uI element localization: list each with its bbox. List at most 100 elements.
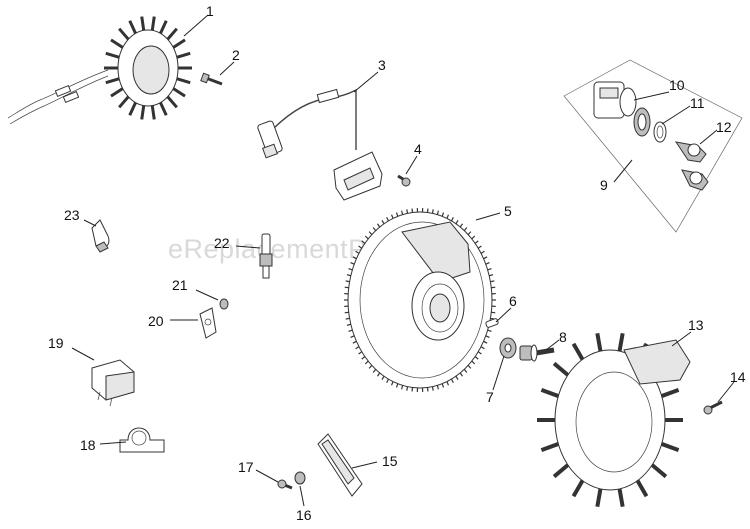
screw-part-4 xyxy=(397,174,411,187)
fan-blades-element xyxy=(540,388,560,398)
flywheel-teeth-element xyxy=(474,356,479,360)
flywheel-teeth-element xyxy=(471,235,476,240)
flywheel-teeth-element xyxy=(344,286,349,289)
screw-part-2 xyxy=(200,72,223,86)
bracket-part-20 xyxy=(199,307,217,339)
leader-lines xyxy=(71,14,735,507)
callout-12: 12 xyxy=(716,119,732,135)
flywheel-teeth-element xyxy=(368,231,373,236)
callout-5: 5 xyxy=(504,203,512,219)
flywheel-teeth-element xyxy=(490,280,495,283)
callout-16: 16 xyxy=(296,507,312,523)
flywheel-teeth-element xyxy=(451,217,454,222)
washer-part-16 xyxy=(294,471,306,485)
fan-blades-element xyxy=(571,342,585,361)
flywheel-teeth-element xyxy=(390,381,394,386)
callout-21: 21 xyxy=(172,277,188,293)
ignition-switch-kit xyxy=(563,59,743,233)
callout-3: 3 xyxy=(378,57,386,73)
stator-fins-element xyxy=(172,87,186,98)
flywheel-teeth-element xyxy=(368,364,373,369)
flywheel-teeth-element xyxy=(395,212,399,217)
screw-part-14 xyxy=(703,400,723,415)
flywheel-teeth-element xyxy=(406,209,409,214)
flywheel-teeth-element xyxy=(441,212,445,217)
fan-blades-element xyxy=(552,361,570,377)
flywheel-teeth-element xyxy=(358,245,363,249)
flywheel-teeth-element xyxy=(406,386,409,391)
flywheel-teeth-element xyxy=(431,386,434,391)
stator-fins-element xyxy=(140,16,146,31)
bolt-part-8 xyxy=(519,344,555,362)
flywheel-teeth-element xyxy=(474,240,479,244)
stator-fins-element xyxy=(159,20,168,35)
flywheel-teeth-element xyxy=(344,311,349,314)
callout-15: 15 xyxy=(382,453,398,469)
fan-part-13 xyxy=(537,332,691,508)
callout-20: 20 xyxy=(148,313,164,329)
flywheel-teeth-element xyxy=(345,317,350,320)
stator-fins-element xyxy=(172,38,186,49)
stator-fins-element xyxy=(159,101,168,116)
stator-fins-element xyxy=(105,51,120,59)
flywheel-teeth-element xyxy=(361,356,366,360)
washer-part-21 xyxy=(219,298,229,310)
bracket-part-15 xyxy=(317,433,363,497)
flywheel-teeth-element xyxy=(463,368,468,373)
callout-7: 7 xyxy=(486,389,494,405)
flywheel-teeth-element xyxy=(381,220,385,225)
stator-fins-element xyxy=(176,77,191,85)
callout-17: 17 xyxy=(238,459,254,475)
flywheel-teeth-element xyxy=(372,368,377,373)
flywheel-teeth-element xyxy=(364,360,369,365)
stator-fins-element xyxy=(128,20,137,35)
stator-fins-element xyxy=(128,101,137,116)
stator-fins-element xyxy=(105,77,120,85)
flywheel-teeth-element xyxy=(446,381,450,386)
clamp-part-18 xyxy=(119,427,165,453)
callout-9: 9 xyxy=(600,177,608,193)
fan-blades-element xyxy=(595,488,603,508)
flywheel-teeth-element xyxy=(377,223,381,228)
stator-fins-element xyxy=(166,95,178,109)
flywheel-teeth-element xyxy=(436,210,439,215)
stator-fins-element xyxy=(118,95,130,109)
flywheel-teeth-element xyxy=(480,250,485,254)
flywheel-teeth-element xyxy=(471,360,476,365)
flywheel-teeth-element xyxy=(372,227,377,232)
stator-fins-element xyxy=(166,27,178,41)
stator-fins-element xyxy=(176,51,191,59)
flywheel-teeth-element xyxy=(361,240,366,244)
callout-4: 4 xyxy=(414,141,422,157)
stator-fins-element xyxy=(110,87,124,98)
flywheel-teeth-element xyxy=(401,210,404,215)
flywheel-teeth-element xyxy=(390,214,394,219)
flywheel-teeth-element xyxy=(467,231,472,236)
stator-fins-element xyxy=(140,105,146,120)
fan-blades-element xyxy=(540,442,560,452)
stator-fins-element xyxy=(110,38,124,49)
fan-blades-element xyxy=(650,463,668,479)
callout-6: 6 xyxy=(509,293,517,309)
flywheel-teeth-element xyxy=(395,383,399,388)
flywheel-teeth-element xyxy=(358,351,363,355)
flywheel-teeth-element xyxy=(480,346,485,350)
callout-14: 14 xyxy=(730,369,746,385)
fan-blades-element xyxy=(595,332,603,352)
callout-23: 23 xyxy=(64,207,80,223)
flywheel-teeth-element xyxy=(401,385,404,390)
flywheel-teeth-element xyxy=(355,346,360,350)
clip-part-23 xyxy=(91,219,110,253)
fan-blades-element xyxy=(635,479,649,498)
flywheel-teeth-element xyxy=(477,245,482,249)
callout-18: 18 xyxy=(80,437,96,453)
callout-11: 11 xyxy=(690,95,705,111)
callout-2: 2 xyxy=(232,47,240,63)
flywheel-teeth-element xyxy=(491,286,496,289)
flywheel-teeth-element xyxy=(381,375,385,380)
flywheel-teeth-element xyxy=(491,311,496,314)
stator-fins-element xyxy=(118,27,130,41)
flywheel-teeth-element xyxy=(451,378,454,383)
fan-blades-element xyxy=(617,332,625,352)
